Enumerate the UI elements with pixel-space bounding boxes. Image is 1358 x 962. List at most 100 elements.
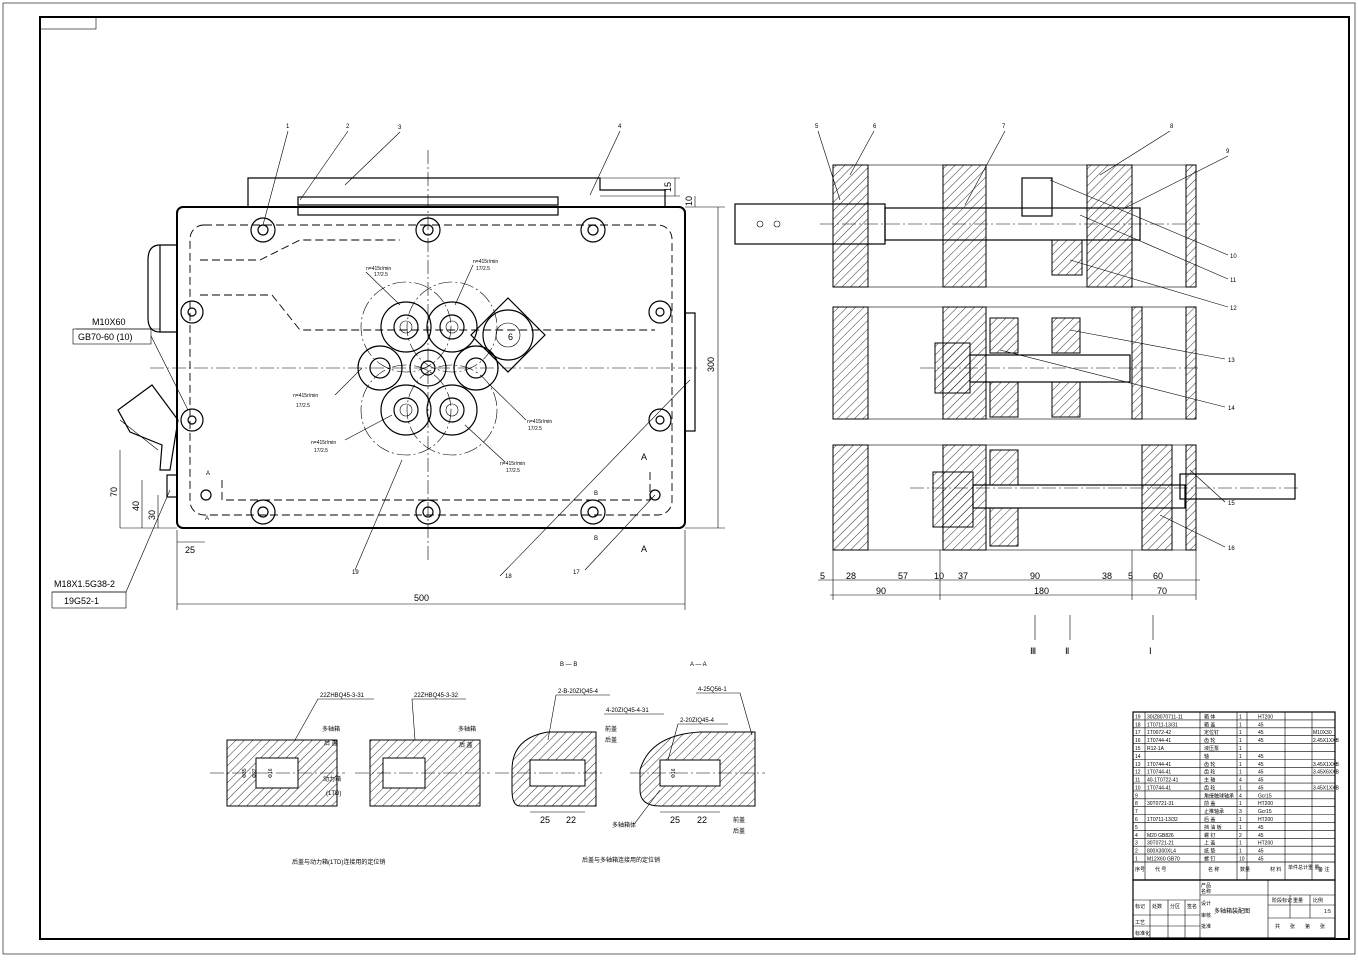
svg-text:名 称: 名 称 [1208, 866, 1219, 873]
svg-text:多轴箱: 多轴箱 [322, 725, 340, 733]
bom-cell-qty: 1 [1239, 841, 1242, 847]
bom-cell-material: 45 [1258, 849, 1264, 855]
svg-text:10: 10 [1230, 254, 1237, 260]
svg-text:n=415r/min: n=415r/min [366, 266, 391, 272]
svg-text:产品: 产品 [1201, 882, 1211, 889]
main-dimensions: 500 300 70 40 30 25 15 10 [109, 177, 725, 610]
detail-left: Φ35 Φ22 Φ16 22ZHBQ45-3-31 多轴箱 后 盖 动力箱 (1… [210, 693, 490, 866]
svg-text:A: A [206, 471, 210, 477]
aa-view-label: A — A [690, 662, 707, 668]
bom-cell-code: M12X60 GB70 [1147, 857, 1180, 863]
svg-text:后盖与多轴箱连接用的定位销: 后盖与多轴箱连接用的定位销 [582, 856, 660, 864]
bom-cell-material: 45 [1258, 778, 1264, 784]
svg-text:名称: 名称 [1201, 888, 1211, 895]
bom-cell-name: 螺 钉 [1204, 856, 1215, 863]
bom-cell-code: 800X300XL4 [1147, 849, 1176, 855]
bom-cell-no: 4 [1135, 833, 1138, 839]
bolt-holes [180, 217, 672, 525]
svg-text:19: 19 [352, 570, 359, 576]
bom-cell-no: 11 [1135, 778, 1140, 784]
svg-text:批准: 批准 [1201, 923, 1211, 930]
bom-cell-name: 箱 体 [1204, 713, 1215, 720]
bom-cell-material: 45 [1258, 730, 1264, 736]
svg-text:17/2.5: 17/2.5 [296, 403, 310, 409]
svg-text:(1TD): (1TD) [326, 791, 341, 797]
bom-cell-name: 齿 轮 [1204, 761, 1215, 768]
svg-text:22: 22 [697, 815, 707, 825]
side-view: 5 28 57 10 37 90 38 5 60 90 180 70 Ⅲ Ⅱ Ⅰ… [734, 124, 1300, 656]
drawing-title: 多轴箱装配图 [1214, 907, 1250, 915]
svg-text:共: 共 [1275, 923, 1280, 930]
bom-cell-qty: 10 [1239, 857, 1245, 863]
bom-cell-code: 30IZ8070711-11 [1147, 714, 1183, 720]
side-callouts: 5 6 7 8 9 10 11 12 13 14 15 16 [815, 124, 1237, 552]
svg-text:代 号: 代 号 [1155, 866, 1166, 873]
bom-cell-name: 挡 油 板 [1204, 824, 1222, 831]
bom-cell-name: 螺 钉 [1204, 832, 1215, 839]
svg-text:17: 17 [573, 570, 580, 576]
svg-text:5: 5 [820, 571, 825, 581]
bom-cell-material: Gcr15 [1258, 793, 1272, 799]
bom-cell-material: 45 [1258, 754, 1264, 760]
svg-text:签名: 签名 [1187, 903, 1197, 910]
bom-cell-material: Gcr15 [1258, 809, 1272, 815]
svg-text:22: 22 [566, 815, 576, 825]
bom-cell-no: 6 [1135, 817, 1138, 823]
svg-text:37: 37 [958, 571, 968, 581]
svg-text:n=415r/min: n=415r/min [473, 259, 498, 265]
svg-text:17/2.5: 17/2.5 [314, 448, 328, 454]
svg-text:38: 38 [1102, 571, 1112, 581]
inner-border [39, 16, 1350, 940]
bom-cell-qty: 4 [1239, 778, 1242, 784]
bom-cell-code: 1T0744-41 [1147, 785, 1171, 791]
bom-cell-material: HT200 [1258, 801, 1273, 807]
svg-text:7: 7 [1002, 124, 1006, 130]
svg-text:单件总计重 量: 单件总计重 量 [1288, 864, 1319, 871]
bom-cell-no: 17 [1135, 730, 1141, 736]
bom-cell-code: 1T0711-13/31 [1147, 722, 1178, 728]
svg-text:B: B [594, 491, 598, 497]
svg-text:9: 9 [1226, 149, 1230, 155]
bom-cell-code: 40-1T0722-41 [1147, 778, 1179, 784]
svg-text:设计: 设计 [1201, 900, 1211, 907]
svg-text:180: 180 [1034, 586, 1049, 596]
svg-text:A: A [641, 452, 647, 462]
bom-cell-material: HT200 [1258, 714, 1273, 720]
spindle-notes: n=415r/min 17/2.5 n=415r/min 17/2.5 n=41… [293, 259, 552, 474]
svg-text:1:5: 1:5 [1324, 909, 1331, 915]
bom-cell-no: 16 [1135, 738, 1141, 744]
svg-text:Φ16: Φ16 [268, 768, 274, 778]
bom-cell-name: 液压泵 [1204, 745, 1219, 752]
bom-cell-material: 45 [1258, 722, 1264, 728]
svg-text:18: 18 [505, 574, 512, 580]
title-block: 产品 名称 标记 处数 分区 签名 设计 审核 批准 工艺 标准化 阶段标记 重… [1132, 879, 1336, 939]
svg-text:30: 30 [147, 510, 157, 520]
svg-text:备 注: 备 注 [1318, 866, 1329, 873]
svg-text:后 盖: 后 盖 [459, 741, 473, 749]
bom-cell-material: 45 [1258, 825, 1264, 831]
bom-cell-no: 1 [1135, 857, 1138, 863]
bom-cell-code: M20 GB826 [1147, 833, 1174, 839]
svg-text:Ⅲ: Ⅲ [1030, 646, 1036, 656]
svg-text:张: 张 [1290, 923, 1295, 930]
bom-cell-name: 箱 盖 [1204, 721, 1215, 728]
bom-cell-name: 定位钉 [1204, 729, 1219, 736]
svg-text:28: 28 [846, 571, 856, 581]
svg-text:动力箱: 动力箱 [323, 775, 341, 783]
bom-cell-qty: 1 [1239, 762, 1242, 768]
svg-text:多轴箱: 多轴箱 [458, 725, 476, 733]
svg-text:工艺: 工艺 [1135, 920, 1145, 926]
svg-text:500: 500 [414, 593, 429, 603]
svg-text:标记: 标记 [1135, 903, 1145, 910]
bom-cell-code: R12-1A [1147, 746, 1165, 752]
svg-text:数量: 数量 [1240, 866, 1250, 873]
bom-cell-material: 45 [1258, 833, 1264, 839]
svg-text:前盖: 前盖 [605, 725, 617, 733]
bom-cell-name: 主 轴 [1204, 777, 1215, 784]
bom-cell-name: 轴 [1204, 753, 1209, 760]
bom-cell-no: 14 [1135, 754, 1141, 760]
